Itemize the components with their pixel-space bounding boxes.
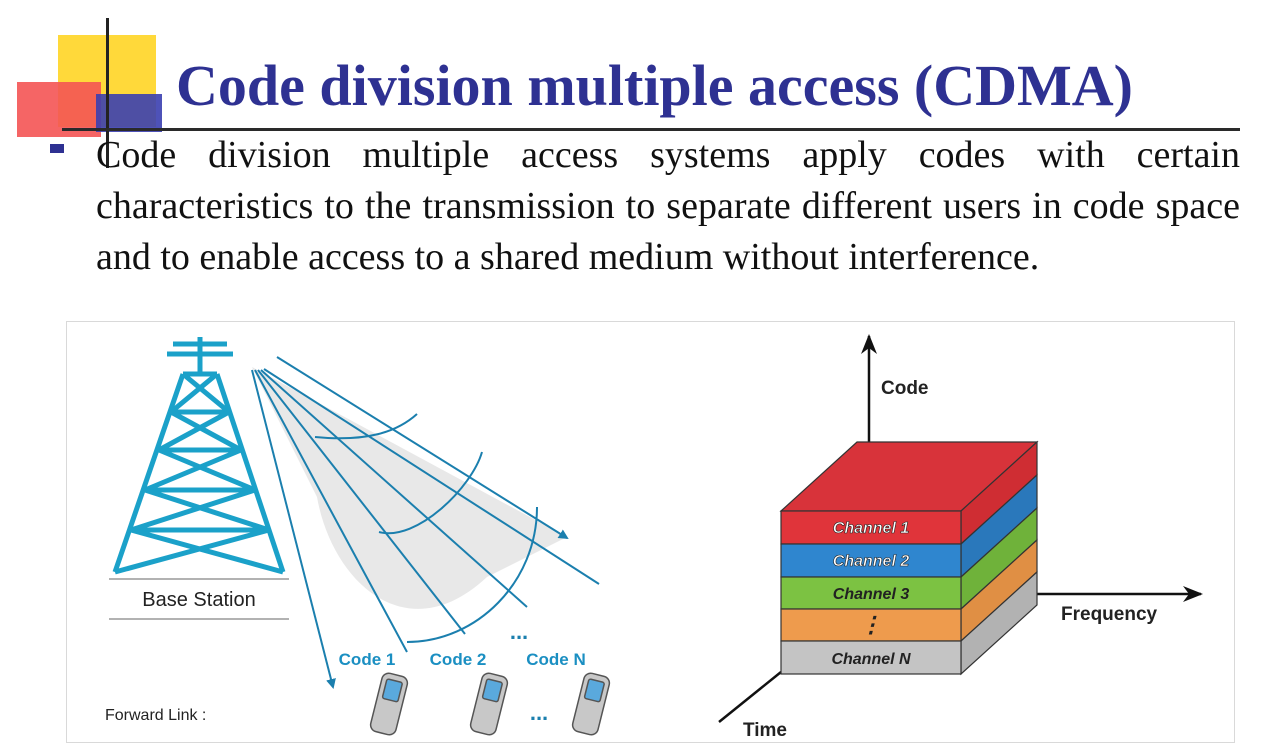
- time-axis: [718, 671, 782, 723]
- axis-time-label: Time: [743, 720, 787, 741]
- code-label-2: Code 2: [430, 650, 487, 669]
- bullet-marker: [50, 144, 64, 153]
- deco-vertical-line: [106, 18, 109, 168]
- base-station-label: Base Station: [142, 589, 255, 611]
- channel-label-ellipsis: ⋮: [860, 612, 882, 637]
- channel-ellipsis-front: [780, 608, 962, 642]
- handsets-ellipsis: ...: [530, 700, 548, 725]
- channel-n-front: [780, 640, 962, 675]
- tower-icon: [112, 337, 286, 575]
- axis-frequency-label: Frequency: [1061, 604, 1158, 625]
- code-label-n: Code N: [526, 650, 586, 669]
- channel-label-n: Channel N: [831, 651, 911, 668]
- beam-rays: [251, 356, 600, 689]
- axis-code-label: Code: [881, 378, 929, 399]
- channel-label-1: Channel 1: [833, 520, 910, 537]
- handset-icon-n: [571, 672, 611, 736]
- code-label-1: Code 1: [339, 650, 396, 669]
- forward-link-label: Forward Link :: [105, 707, 206, 724]
- handset-icon-1: [369, 672, 409, 736]
- channel-label-3: Channel 3: [833, 586, 910, 603]
- cdma-diagram-svg: Base Station ... Code 1 Code 2 Code N ..…: [105, 334, 1203, 741]
- channel-2-front: [780, 543, 962, 578]
- codes-ellipsis: ...: [510, 619, 528, 644]
- beam-arcs: [314, 413, 538, 643]
- channel-block: [779, 440, 1039, 676]
- channel-3-front: [780, 576, 962, 610]
- channel-1-front: [780, 510, 962, 545]
- beam-sector: [252, 367, 567, 609]
- handset-icon-2: [469, 672, 509, 736]
- title-underline: [62, 128, 1240, 131]
- deco-red-square: [17, 82, 101, 137]
- channel-label-2: Channel 2: [833, 553, 910, 570]
- slide-body-text: Code division multiple access systems ap…: [96, 134, 1240, 278]
- slide-title: Code division multiple access (CDMA): [176, 53, 1133, 118]
- cdma-figure: Base Station ... Code 1 Code 2 Code N ..…: [66, 321, 1235, 743]
